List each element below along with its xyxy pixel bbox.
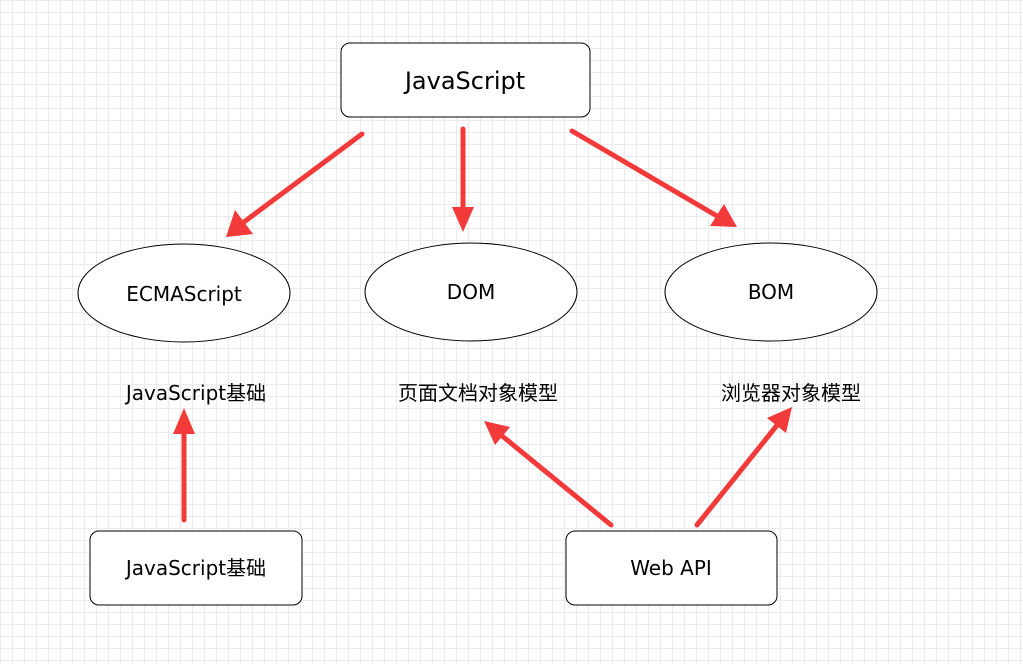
arrow-to-bom-caption xyxy=(694,407,792,528)
ecmascript-caption: JavaScript基础 xyxy=(124,381,266,405)
dom-label: DOM xyxy=(447,280,495,304)
dom-caption: 页面文档对象模型 xyxy=(398,381,558,405)
arrow-to-dom xyxy=(452,126,474,232)
javascript-basics-label: JavaScript基础 xyxy=(124,556,266,580)
web-api-label: Web API xyxy=(630,556,712,580)
javascript-box[interactable]: JavaScript xyxy=(340,42,591,118)
arrow-to-bom xyxy=(569,128,737,227)
javascript-label: JavaScript xyxy=(403,67,525,95)
arrow-to-dom-caption xyxy=(484,421,614,528)
dom-ellipse[interactable]: DOM xyxy=(364,242,578,342)
arrow-to-ecmascript xyxy=(226,131,365,237)
ecmascript-label: ECMAScript xyxy=(126,282,242,306)
arrow-to-javascript-basics xyxy=(173,408,195,523)
web-api-box[interactable]: Web API xyxy=(565,530,778,606)
bom-ellipse[interactable]: BOM xyxy=(664,242,878,342)
javascript-basics-box[interactable]: JavaScript基础 xyxy=(89,530,303,606)
bom-caption: 浏览器对象模型 xyxy=(721,381,861,405)
bom-label: BOM xyxy=(748,280,794,304)
ecmascript-ellipse[interactable]: ECMAScript xyxy=(77,243,291,343)
